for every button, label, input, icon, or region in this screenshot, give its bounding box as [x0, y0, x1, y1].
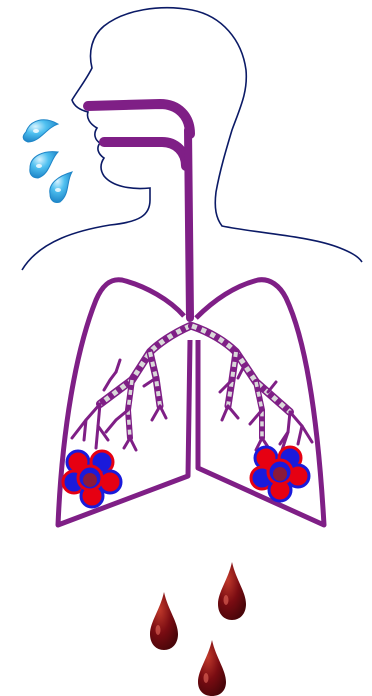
blood-drop-icon — [150, 592, 178, 650]
nasal-passage — [88, 104, 190, 134]
water-droplet-icon — [30, 152, 58, 178]
water-droplet-icon — [50, 172, 72, 203]
right-alveoli-cluster-icon — [251, 447, 309, 501]
water-droplet-icon — [23, 120, 58, 142]
left-alveoli-cluster-icon — [63, 451, 121, 507]
trachea — [188, 130, 190, 318]
blood-drop-icon — [218, 562, 246, 620]
oral-passage — [104, 142, 186, 166]
blood-drop-icon — [198, 640, 226, 696]
